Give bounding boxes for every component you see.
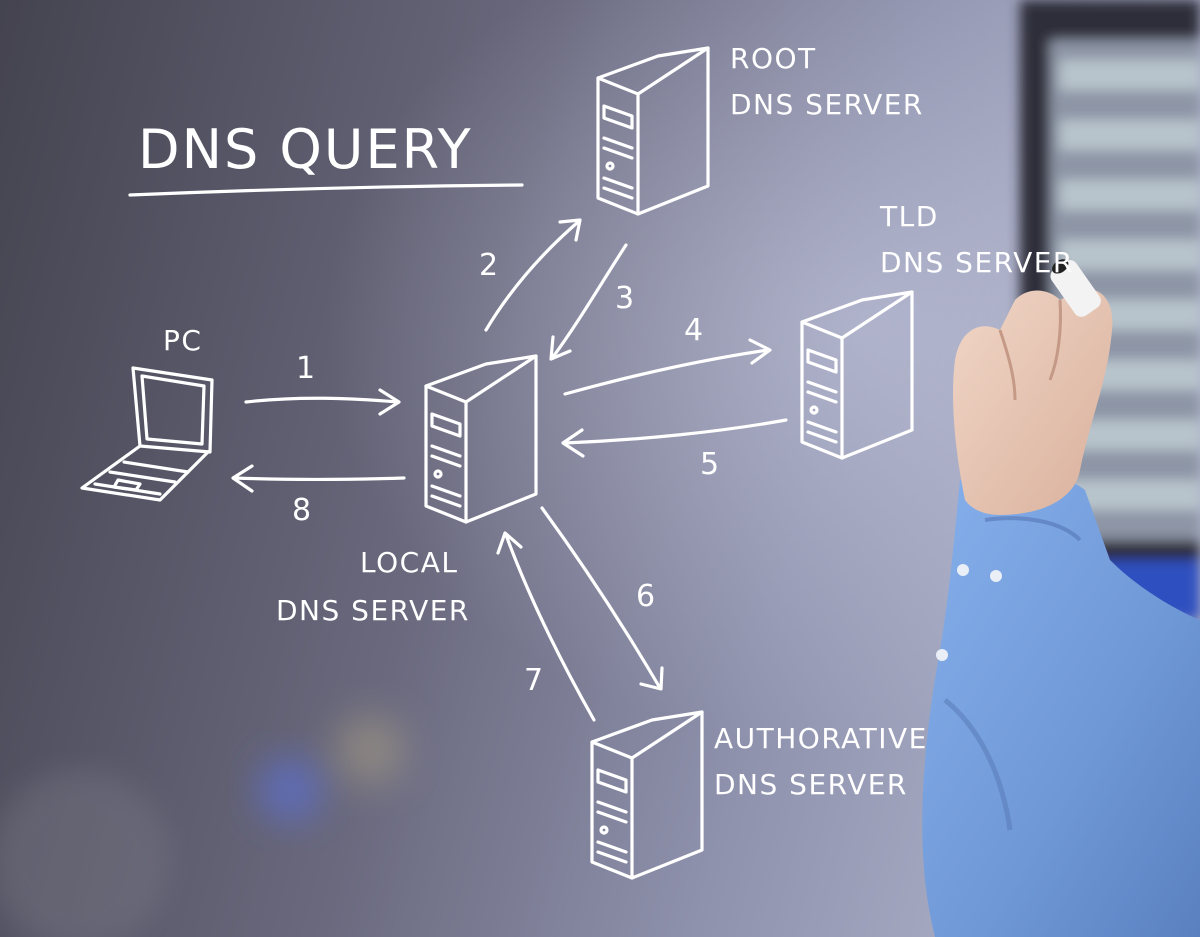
- auth-label-line1: AUTHORATIVE: [714, 722, 928, 755]
- step-1-label: 1: [296, 351, 315, 386]
- tld-server-icon: [800, 290, 914, 460]
- root-label-line2: DNS SERVER: [730, 88, 924, 121]
- arrow-step-4: [563, 338, 772, 396]
- laptop-icon: [80, 366, 214, 502]
- step-8-label: 8: [292, 493, 311, 528]
- arrow-step-3: [549, 243, 628, 361]
- diagram-title: DNS QUERY: [138, 118, 473, 181]
- local-label-line1: LOCAL: [360, 546, 458, 579]
- auth-server-icon: [590, 710, 704, 880]
- step-6-label: 6: [636, 579, 655, 614]
- local-label-line2: DNS SERVER: [276, 594, 470, 627]
- local-server-icon: [424, 354, 538, 524]
- tld-label-line1: TLD: [879, 200, 939, 233]
- arrow-step-2: [484, 218, 582, 332]
- step-5-label: 5: [700, 447, 719, 482]
- title-underline: [128, 183, 524, 197]
- step-7-label: 7: [524, 663, 543, 698]
- step-2-label: 2: [479, 248, 498, 283]
- arrow-step-6: [540, 506, 664, 691]
- root-label-line1: ROOT: [730, 42, 817, 75]
- step-3-label: 3: [615, 281, 634, 316]
- step-4-label: 4: [684, 313, 703, 348]
- root-server-icon: [596, 46, 710, 216]
- tld-label-line2: DNS SERVER: [880, 246, 1074, 279]
- arrow-step-8: [231, 464, 406, 493]
- pc-label: PC: [163, 324, 202, 357]
- arrow-step-5: [561, 418, 788, 458]
- arrow-step-7: [496, 531, 596, 722]
- arrow-step-1: [244, 388, 401, 416]
- auth-label-line2: DNS SERVER: [714, 768, 908, 801]
